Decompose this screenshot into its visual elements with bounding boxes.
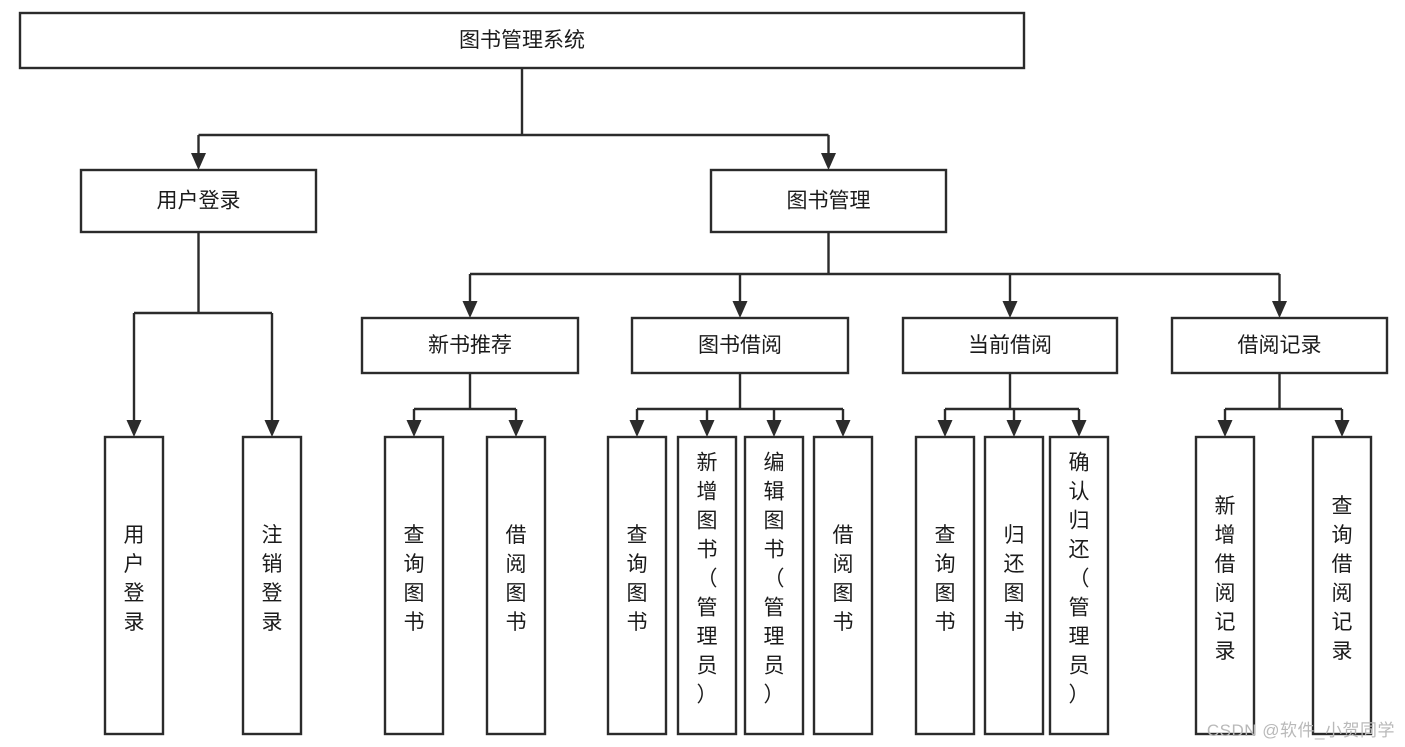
node-label: 借阅记录 bbox=[1238, 334, 1322, 357]
node-label: 确认归还（管理员） bbox=[1069, 452, 1090, 707]
arrow-down-icon bbox=[1071, 420, 1087, 437]
node-leaf-add-book[interactable]: 新增图书（管理员） bbox=[676, 435, 738, 736]
node-box bbox=[485, 435, 547, 736]
arrow-down-icon bbox=[264, 420, 280, 437]
node-label: 查询图书 bbox=[627, 524, 648, 634]
node-label: 查询图书 bbox=[404, 524, 425, 634]
node-leaf-confirm-return[interactable]: 确认归还（管理员） bbox=[1048, 435, 1110, 736]
arrow-down-icon bbox=[821, 153, 836, 170]
node-box bbox=[914, 435, 976, 736]
node-leaf-borrow-book[interactable]: 借阅图书 bbox=[812, 435, 874, 736]
connector-layer bbox=[126, 68, 1350, 437]
arrow-down-icon bbox=[1002, 301, 1018, 318]
node-leaf-query-book-rec[interactable]: 查询图书 bbox=[383, 435, 445, 736]
node-label: 图书管理系统 bbox=[459, 29, 585, 52]
arrow-down-icon bbox=[1334, 420, 1350, 437]
arrow-down-icon bbox=[937, 420, 953, 437]
node-box bbox=[606, 435, 668, 736]
arrow-down-icon bbox=[1006, 420, 1022, 437]
node-box bbox=[1170, 316, 1389, 375]
node-leaf-user-login[interactable]: 用户登录 bbox=[103, 435, 165, 736]
node-label: 图书借阅 bbox=[698, 334, 782, 357]
node-box bbox=[103, 435, 165, 736]
node-label: 新增借阅记录 bbox=[1215, 495, 1236, 663]
node-box bbox=[241, 435, 303, 736]
node-box bbox=[812, 435, 874, 736]
node-leaf-query-book-borrow[interactable]: 查询图书 bbox=[606, 435, 668, 736]
node-label: 新增图书（管理员） bbox=[697, 452, 718, 707]
node-leaf-add-record[interactable]: 新增借阅记录 bbox=[1194, 435, 1256, 736]
node-box bbox=[1311, 435, 1373, 736]
node-book-borrow[interactable]: 图书借阅 bbox=[630, 316, 850, 375]
arrow-down-icon bbox=[126, 420, 142, 437]
node-label: 图书管理 bbox=[787, 190, 871, 213]
node-label: 注销登录 bbox=[262, 524, 283, 634]
node-leaf-borrow-book-rec[interactable]: 借阅图书 bbox=[485, 435, 547, 736]
node-label: 新书推荐 bbox=[428, 334, 512, 357]
node-label: 借阅图书 bbox=[833, 524, 854, 634]
node-box bbox=[630, 316, 850, 375]
node-label: 查询借阅记录 bbox=[1332, 495, 1353, 663]
node-root[interactable]: 图书管理系统 bbox=[18, 11, 1026, 70]
node-label: 编辑图书（管理员） bbox=[764, 452, 785, 707]
node-label: 借阅图书 bbox=[506, 524, 527, 634]
node-box bbox=[383, 435, 445, 736]
node-leaf-edit-book[interactable]: 编辑图书（管理员） bbox=[743, 435, 805, 736]
node-label: 用户登录 bbox=[124, 524, 145, 634]
node-borrow-record[interactable]: 借阅记录 bbox=[1170, 316, 1389, 375]
arrow-down-icon bbox=[699, 420, 715, 437]
node-box bbox=[901, 316, 1119, 375]
node-box bbox=[676, 435, 738, 736]
node-label: 查询图书 bbox=[935, 524, 956, 634]
arrow-down-icon bbox=[1217, 420, 1233, 437]
node-box bbox=[79, 168, 318, 234]
arrow-down-icon bbox=[732, 301, 748, 318]
node-box bbox=[709, 168, 948, 234]
node-layer: 图书管理系统用户登录图书管理新书推荐图书借阅当前借阅借阅记录用户登录注销登录查询… bbox=[18, 11, 1389, 736]
node-box bbox=[18, 11, 1026, 70]
node-user-login[interactable]: 用户登录 bbox=[79, 168, 318, 234]
node-leaf-query-book-cur[interactable]: 查询图书 bbox=[914, 435, 976, 736]
node-leaf-logout[interactable]: 注销登录 bbox=[241, 435, 303, 736]
node-box bbox=[360, 316, 580, 375]
node-current-borrow[interactable]: 当前借阅 bbox=[901, 316, 1119, 375]
arrow-down-icon bbox=[1272, 301, 1287, 318]
node-book-manage[interactable]: 图书管理 bbox=[709, 168, 948, 234]
node-box bbox=[983, 435, 1045, 736]
node-leaf-return-book[interactable]: 归还图书 bbox=[983, 435, 1045, 736]
node-box bbox=[1048, 435, 1110, 736]
arrow-down-icon bbox=[508, 420, 524, 437]
node-new-book-rec[interactable]: 新书推荐 bbox=[360, 316, 580, 375]
arrow-down-icon bbox=[629, 420, 645, 437]
node-leaf-query-record[interactable]: 查询借阅记录 bbox=[1311, 435, 1373, 736]
arrow-down-icon bbox=[406, 420, 422, 437]
node-label: 用户登录 bbox=[157, 190, 241, 213]
node-label: 归还图书 bbox=[1004, 524, 1025, 634]
node-label: 当前借阅 bbox=[968, 334, 1052, 357]
arrow-down-icon bbox=[766, 420, 782, 437]
node-box bbox=[1194, 435, 1256, 736]
watermark-label: CSDN @软件_小贺同学 bbox=[1206, 721, 1395, 740]
arrow-down-icon bbox=[191, 153, 206, 170]
node-box bbox=[743, 435, 805, 736]
arrow-down-icon bbox=[835, 420, 851, 437]
arrow-down-icon bbox=[462, 301, 478, 318]
